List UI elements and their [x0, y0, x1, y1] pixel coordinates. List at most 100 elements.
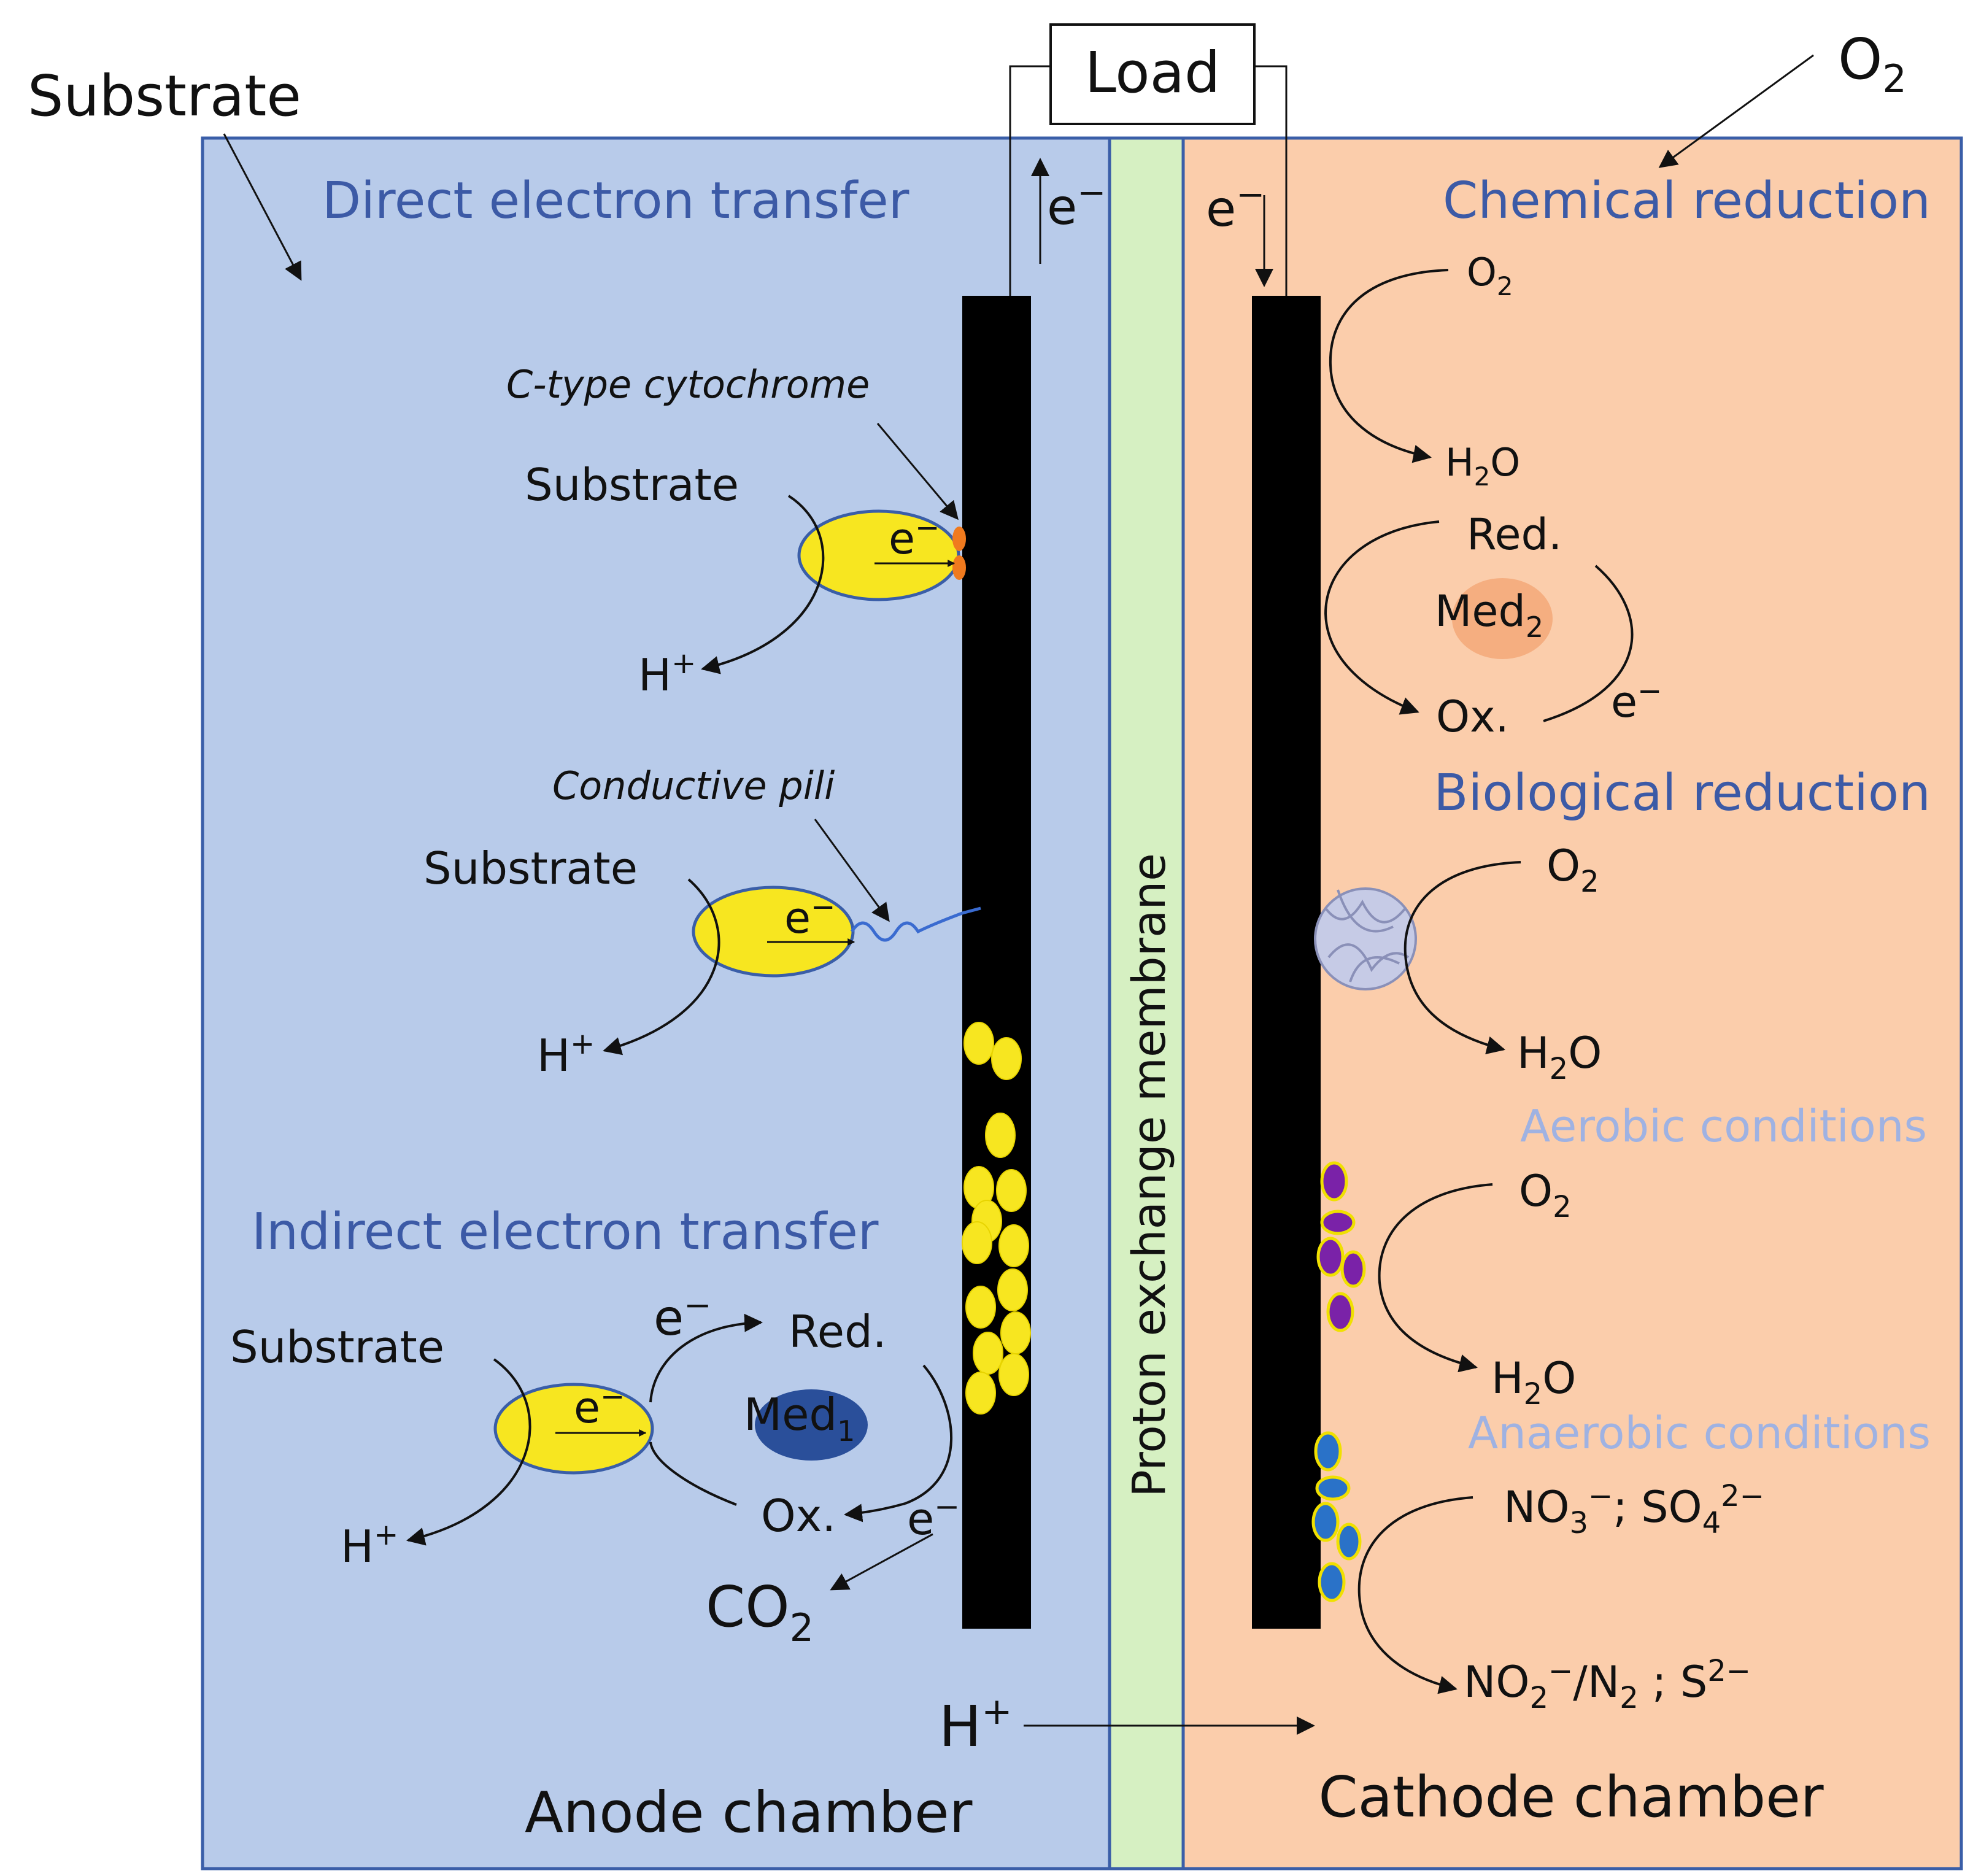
red-to-electrode-curve	[905, 1364, 952, 1505]
conductive-pili	[850, 906, 981, 942]
membrane-label: Proton exchange membrane	[1123, 853, 1176, 1497]
substrate-main-label: Substrate	[28, 63, 301, 129]
substrate-curve-2	[603, 878, 720, 1056]
med2-label: Med2	[1435, 586, 1543, 644]
enzyme-icon	[1314, 887, 1417, 990]
o2-top-label: O2	[1838, 26, 1907, 101]
substrate-curve-3	[406, 1358, 531, 1546]
anode-biofilm-cell	[973, 1332, 1003, 1375]
blue-cell	[1314, 1431, 1342, 1472]
cytochrome-label: C-type cytochrome	[506, 362, 870, 407]
wire-right	[1254, 65, 1288, 296]
blue-biofilm	[1311, 1431, 1362, 1602]
cathode-chamber-label: Cathode chamber	[1318, 1764, 1823, 1830]
purple-cell	[1316, 1237, 1345, 1277]
o2-top-arrow	[1658, 54, 1814, 168]
substrate-label-2: Substrate	[423, 843, 638, 894]
cytochrome-1	[952, 527, 966, 551]
anode-biofilm	[962, 1022, 1031, 1415]
o2-h2o-curve-2	[1403, 861, 1521, 1054]
cytochrome-arrow	[876, 423, 959, 520]
enzyme-body	[1314, 887, 1417, 990]
purple-cell	[1340, 1250, 1366, 1288]
blue-cell	[1336, 1523, 1362, 1561]
h2o-label-1: H2O	[1445, 440, 1520, 492]
mediator-1	[755, 1389, 868, 1461]
direct-transfer-title: Direct electron transfer	[322, 172, 909, 230]
blue-cell	[1311, 1502, 1340, 1542]
enzyme-strands	[1324, 889, 1410, 982]
proton-exchange-membrane	[1108, 136, 1185, 1870]
e-label-b3: e−	[574, 1380, 625, 1433]
mediator-2	[1452, 578, 1553, 659]
nitrite-sulfide-label: NO2−/N2 ; S2−	[1464, 1654, 1751, 1715]
pili-arrow	[814, 819, 890, 922]
substrate-label-1: Substrate	[525, 459, 739, 511]
pili-label: Conductive pili	[552, 763, 835, 808]
e-to-ox-arrow	[844, 1502, 906, 1523]
substrate-main-arrow	[223, 133, 302, 281]
aerobic-label: Aerobic conditions	[1520, 1100, 1927, 1152]
e-label-cathode: e−	[1611, 674, 1662, 727]
load-label: Load	[1085, 40, 1221, 106]
chemical-reduction-title: Chemical reduction	[1443, 172, 1931, 230]
h-plus-label-2: H+	[537, 1027, 595, 1081]
h-plus-bottom-label: H+	[939, 1690, 1012, 1759]
bacterium-3	[493, 1383, 654, 1475]
anode-biofilm-cell	[1000, 1311, 1031, 1354]
biological-reduction-title: Biological reduction	[1434, 764, 1931, 822]
purple-cell	[1320, 1161, 1348, 1202]
anode-biofilm-cell	[965, 1286, 996, 1329]
anaerobic-label: Anaerobic conditions	[1468, 1407, 1931, 1459]
anode-chamber-label: Anode chamber	[525, 1780, 973, 1845]
ox-label-anode: Ox.	[761, 1490, 836, 1542]
red-label-cathode: Red.	[1467, 509, 1562, 560]
anode-biofilm-cell	[991, 1037, 1022, 1080]
med1-label: Med1	[744, 1389, 855, 1448]
co2-arrow	[830, 1533, 933, 1591]
substrate-label-3: Substrate	[230, 1321, 444, 1373]
o2-h2o-curve-1	[1329, 269, 1449, 463]
e-label-b2: e−	[784, 890, 835, 943]
wire-left	[1009, 65, 1051, 296]
substrate-curve-1	[701, 495, 825, 674]
purple-cell	[1326, 1292, 1354, 1332]
e-to-red-curve	[649, 1313, 763, 1403]
anode-biofilm-cell	[962, 1221, 992, 1264]
anode-biofilm-cell	[997, 1268, 1028, 1311]
blue-cell	[1318, 1562, 1346, 1602]
o2-label-3: O2	[1519, 1166, 1572, 1224]
e-up-label: e−	[1047, 173, 1106, 236]
blue-cell	[1315, 1475, 1351, 1501]
o2-label-2: O2	[1546, 841, 1599, 899]
red-ox-curve	[1324, 520, 1440, 715]
o2-label-1: O2	[1467, 250, 1513, 301]
load-box	[1049, 23, 1256, 125]
ox-to-substrate-curve	[649, 1442, 737, 1506]
h-plus-label-1: H+	[638, 646, 696, 701]
anode-biofilm-cell	[965, 1372, 996, 1415]
e-label-b1: e−	[889, 511, 940, 564]
purple-cell	[1320, 1210, 1356, 1235]
o2-h2o-curve-3	[1378, 1183, 1493, 1373]
red-label-anode: Red.	[789, 1306, 887, 1357]
bacterium-1	[797, 509, 960, 601]
anode-biofilm-cell	[963, 1022, 994, 1065]
h2o-label-2: H2O	[1517, 1028, 1602, 1086]
ox-label-cathode: Ox.	[1436, 692, 1509, 742]
e-down-label: e−	[1206, 175, 1265, 237]
anode-biofilm-cell	[998, 1224, 1029, 1267]
anode-biofilm-cell	[996, 1169, 1027, 1212]
cathode-electrode	[1252, 296, 1321, 1629]
nitrate-curve	[1357, 1496, 1473, 1694]
e-label-to-red: e−	[654, 1286, 711, 1346]
e-to-red-cathode-curve	[1543, 565, 1634, 722]
indirect-transfer-title: Indirect electron transfer	[252, 1203, 879, 1261]
nitrate-sulfate-label: NO3−; SO42−	[1504, 1479, 1764, 1540]
anode-biofilm-cell	[985, 1113, 1016, 1158]
co2-label: CO2	[706, 1574, 814, 1650]
anode-electrode	[962, 296, 1031, 1629]
h-plus-label-3: H+	[341, 1518, 398, 1572]
cytochrome-2	[952, 555, 966, 580]
